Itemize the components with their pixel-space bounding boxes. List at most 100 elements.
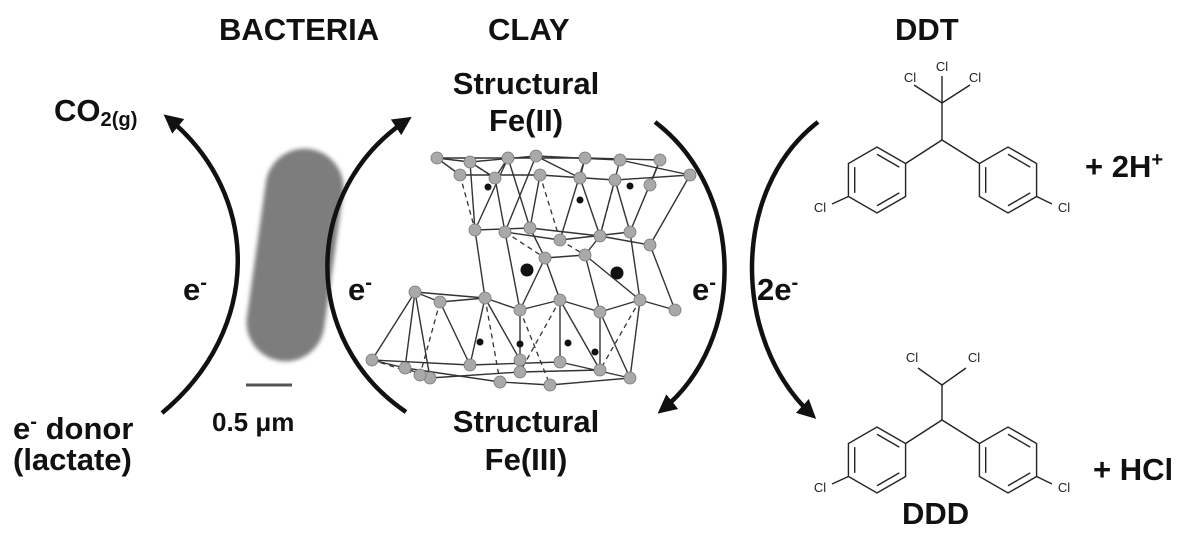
clay-bond <box>649 244 676 311</box>
clay-oxygen-atom <box>573 171 587 185</box>
clay-bond <box>629 231 641 301</box>
clay-oxygen-atom <box>488 171 502 185</box>
ddd-label: DDD <box>902 496 970 531</box>
chlorine-label: Cl <box>1058 480 1070 495</box>
arrow-donor-to-co2 <box>160 114 240 415</box>
header-ddt: DDT <box>895 12 959 47</box>
single-bond <box>831 475 849 485</box>
clay-bond <box>469 161 476 231</box>
clay-bond <box>649 174 691 246</box>
double-bond <box>876 192 900 207</box>
clay-bond-dashed <box>539 174 561 241</box>
chlorine-label: Cl <box>904 70 916 85</box>
clay-oxygen-atom <box>501 151 515 165</box>
plus-hcl-label: + HCl <box>1093 452 1174 487</box>
clay-electron-right: e- <box>692 272 716 308</box>
electron-donor-lactate: (lactate) <box>13 442 132 477</box>
structural-fe2-line1: Structural <box>452 66 600 101</box>
clay-bond <box>519 369 601 373</box>
clay-bond <box>504 231 521 311</box>
clay-small-cation <box>591 348 599 356</box>
chlorine-label: Cl <box>936 59 948 74</box>
clay-oxygen-atom <box>578 248 592 262</box>
clay-oxygen-atom <box>529 149 543 163</box>
electron-donor-label: e- donor <box>13 411 134 447</box>
clay-bond-dashed <box>459 174 476 231</box>
clay-oxygen-atom <box>533 168 547 182</box>
clay-oxygen-atom <box>553 233 567 247</box>
clay-bond-dashed <box>419 301 441 376</box>
clay-small-cation <box>484 183 492 191</box>
clay-oxygen-atom <box>593 363 607 377</box>
clay-bond <box>404 291 416 369</box>
clay-bond-dashed <box>519 309 551 386</box>
single-bond <box>941 367 967 386</box>
clay-bond-dashed <box>504 231 546 259</box>
clay-oxygen-atom <box>643 178 657 192</box>
clay-bond <box>519 257 546 311</box>
clay-bond <box>579 177 601 237</box>
clay-bond <box>614 179 631 233</box>
clay-oxygen-atom <box>553 293 567 307</box>
clay-oxygen-atom <box>578 151 592 165</box>
clay-bond <box>535 155 581 179</box>
clay-oxygen-atom <box>478 291 492 305</box>
benzene-ring <box>847 426 907 494</box>
chlorine-label: Cl <box>969 70 981 85</box>
double-bond <box>876 153 900 168</box>
chlorine-label: Cl <box>1058 200 1070 215</box>
double-bond <box>876 472 900 487</box>
double-bond <box>1007 433 1031 448</box>
arrow-fe2-to-fe3 <box>653 120 727 414</box>
clay-bond <box>544 254 586 259</box>
single-bond <box>941 139 980 165</box>
clay-bond <box>429 371 521 379</box>
structural-fe2-line2: Fe(II) <box>488 103 564 138</box>
clay-bond <box>599 299 641 313</box>
clay-bond <box>507 157 531 229</box>
clay-oxygen-atom <box>643 238 657 252</box>
clay-bond <box>484 297 521 361</box>
clay-bond <box>529 174 541 229</box>
clay-bond <box>629 299 641 379</box>
clay-bond <box>414 291 431 379</box>
clay-bond <box>371 359 471 366</box>
benzene-ring <box>978 426 1038 494</box>
clay-bond <box>529 227 601 237</box>
clay-oxygen-atom <box>468 223 482 237</box>
clay-small-cation <box>564 339 572 347</box>
bacteria-electron-label: e- <box>183 272 207 308</box>
clay-oxygen-atom <box>398 361 412 375</box>
single-bond <box>941 419 980 445</box>
clay-bond-dashed <box>599 179 616 237</box>
clay-oxygen-atom <box>668 303 682 317</box>
header-clay: CLAY <box>488 12 570 47</box>
clay-oxygen-atom <box>623 225 637 239</box>
clay-bond <box>499 381 551 386</box>
clay-bond <box>469 297 486 366</box>
clay-bond <box>439 297 486 303</box>
clay-bond <box>559 299 601 313</box>
clay-oxygen-atom <box>513 365 527 379</box>
chlorine-label: Cl <box>814 480 826 495</box>
benzene-ring <box>978 146 1038 214</box>
clay-oxygen-atom <box>413 368 427 382</box>
clay-bond <box>474 229 486 299</box>
single-bond <box>831 195 849 205</box>
single-bond <box>941 84 971 104</box>
clay-oxygen-atom <box>453 168 467 182</box>
bacterium-cell <box>246 148 344 362</box>
clay-bond <box>414 291 486 299</box>
clay-oxygen-atom <box>513 353 527 367</box>
clay-bond <box>584 254 601 313</box>
clay-bond <box>519 299 561 311</box>
benzene-ring <box>847 146 907 214</box>
clay-oxygen-atom <box>543 378 557 392</box>
chlorine-label: Cl <box>906 350 918 365</box>
clay-bond <box>474 157 509 231</box>
clay-oxygen-atom <box>498 225 512 239</box>
scale-bar-label: 0.5 μm <box>212 407 295 437</box>
